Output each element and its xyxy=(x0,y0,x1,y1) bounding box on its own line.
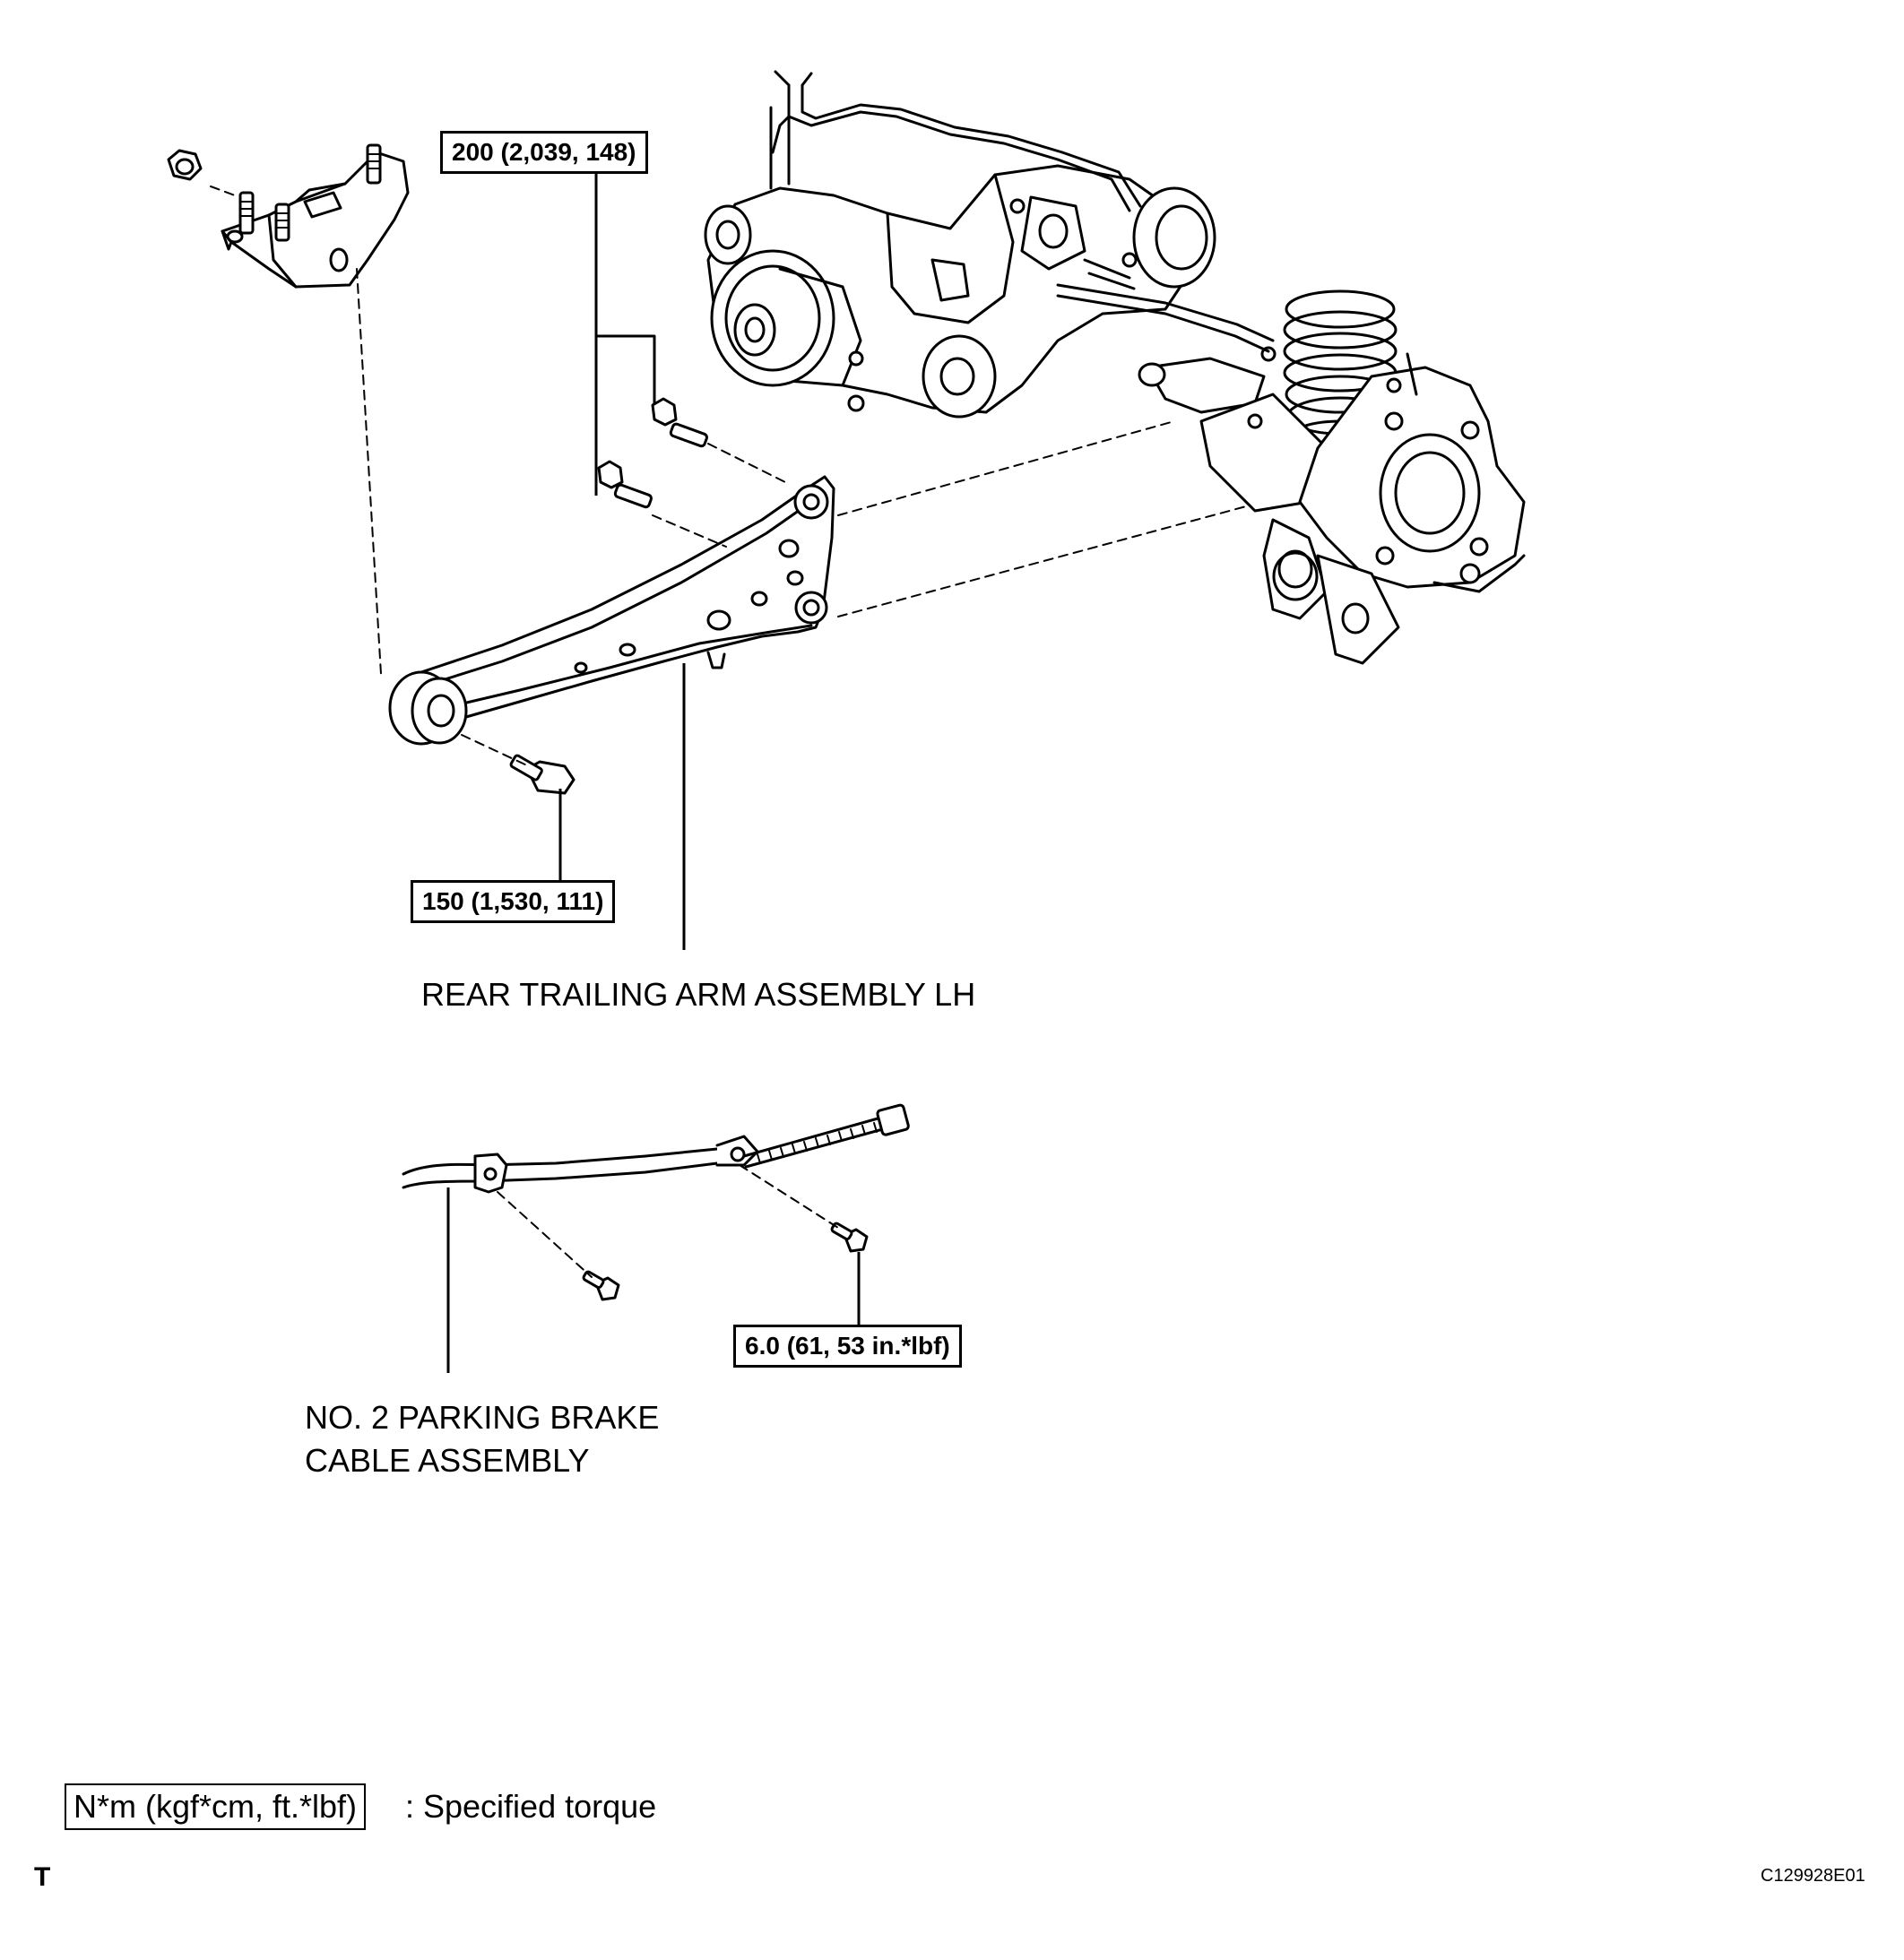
alignment-dashed-lines xyxy=(210,186,1247,1278)
torque-callout-6: 6.0 (61, 53 in.*lbf) xyxy=(733,1325,962,1368)
leader-lines xyxy=(446,164,861,1373)
legend-text: : Specified torque xyxy=(405,1788,657,1825)
label-rear-trailing-arm: REAR TRAILING ARM ASSEMBLY LH xyxy=(421,976,976,1013)
corner-letter: T xyxy=(34,1862,51,1892)
label-parking-brake-line2: CABLE ASSEMBLY xyxy=(305,1442,590,1479)
parking-brake-cable xyxy=(402,1103,910,1301)
differential-assembly xyxy=(704,70,1275,419)
torque-callout-150: 150 (1,530, 111) xyxy=(411,880,616,923)
torque-callout-200: 200 (2,039, 148) xyxy=(440,131,648,174)
body-mounting-bracket xyxy=(221,143,410,289)
legend-unit-box: N*m (kgf*cm, ft.*lbf) xyxy=(65,1783,367,1830)
rear-trailing-arm xyxy=(388,475,835,746)
label-parking-brake-line1: NO. 2 PARKING BRAKE xyxy=(305,1399,660,1436)
arm-bolt-upper xyxy=(651,397,708,448)
arm-bolt-middle xyxy=(597,460,653,509)
rear-axle-knuckle xyxy=(1138,346,1526,665)
figure-code: C129928E01 xyxy=(1761,1866,1865,1886)
arm-bolt-front xyxy=(509,754,576,795)
bracket-nut xyxy=(167,149,203,181)
